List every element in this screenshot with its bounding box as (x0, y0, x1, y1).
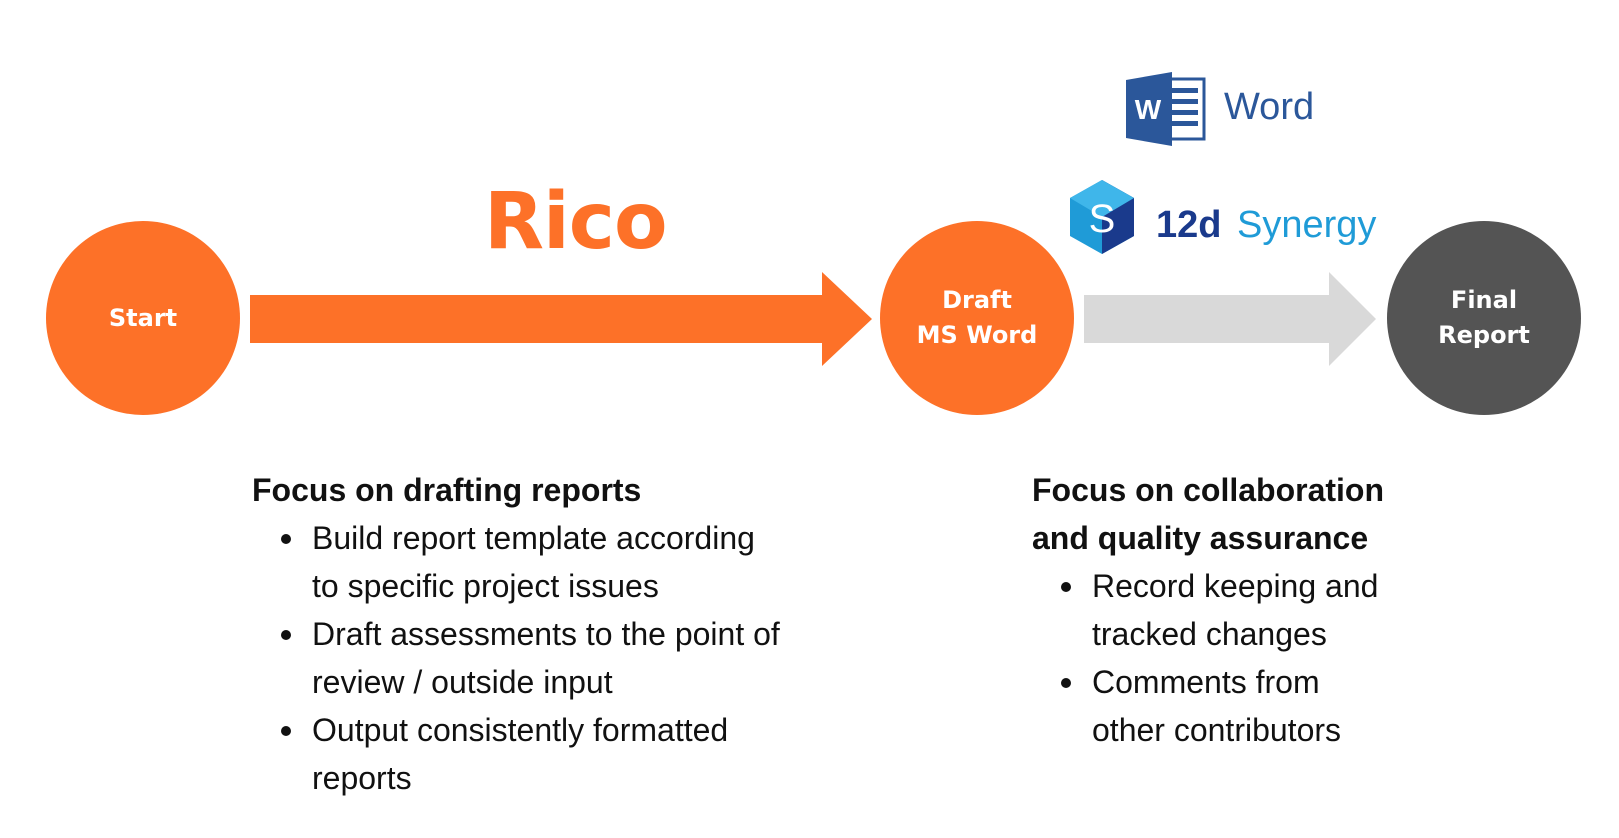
svg-text:S: S (1089, 197, 1116, 241)
synergy-icon: S (1070, 180, 1134, 254)
list-item: Comments from other contributors (1061, 658, 1512, 754)
synergy-label: Synergy (1237, 204, 1377, 246)
list-item: Output consistently formatted reports (281, 706, 892, 802)
rico-arrow (250, 272, 872, 366)
svg-text:W: W (1135, 94, 1162, 125)
final-node: Final Report (1387, 221, 1581, 415)
collaboration-focus-heading: Focus on collaboration and quality assur… (1032, 472, 1385, 556)
list-item: Draft assessments to the point of review… (281, 610, 892, 706)
final-node-label: Final Report (1438, 286, 1530, 349)
drafting-focus-list: Build report template according to speci… (252, 514, 892, 802)
start-node-label: Start (108, 303, 178, 332)
draft-node: Draft MS Word (880, 221, 1074, 415)
word-label: Word (1224, 86, 1315, 128)
list-item: Record keeping and tracked changes (1061, 562, 1512, 658)
start-node: Start (46, 221, 240, 415)
rico-logo: Rico (484, 177, 668, 267)
collaboration-arrow (1084, 272, 1376, 366)
draft-node-label: Draft MS Word (916, 286, 1038, 349)
collaboration-focus-block: Focus on collaboration and quality assur… (1032, 466, 1512, 754)
list-item: Build report template according to speci… (281, 514, 892, 610)
drafting-focus-block: Focus on drafting reports Build report t… (252, 466, 892, 802)
drafting-focus-heading: Focus on drafting reports (252, 472, 642, 508)
synergy-brand-label: 12d (1156, 204, 1222, 246)
collaboration-focus-list: Record keeping and tracked changes Comme… (1032, 562, 1512, 754)
word-icon: W (1126, 72, 1206, 146)
